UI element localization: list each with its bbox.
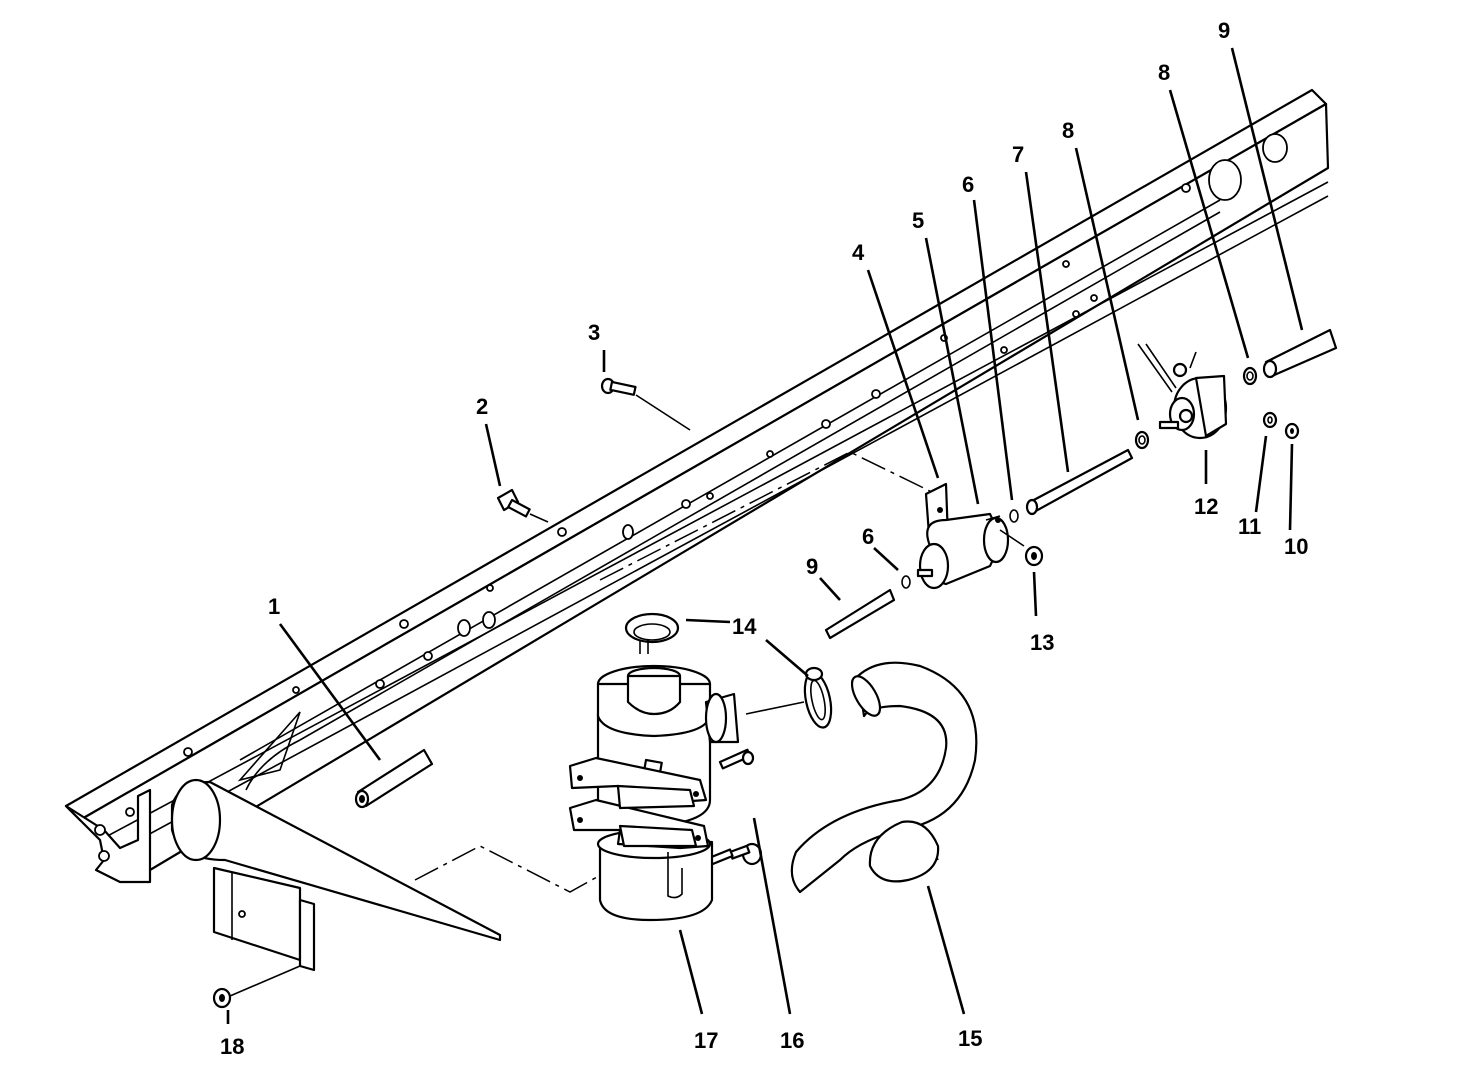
part-16-screw-upper (718, 748, 755, 770)
callout-11: 11 (1238, 514, 1261, 539)
callout-4: 4 (852, 240, 865, 265)
callout-labels: 1 2 3 4 5 6 6 7 8 8 9 9 10 11 12 13 14 1… (220, 18, 1308, 1059)
callout-10: 10 (1284, 534, 1308, 559)
leader-lines (226, 47, 1304, 1024)
callout-12: 12 (1194, 494, 1218, 519)
callout-5: 5 (912, 208, 924, 233)
callout-9-lower: 9 (806, 554, 818, 579)
callout-8-upper: 8 (1158, 60, 1170, 85)
assembly-centrelines (414, 451, 941, 893)
callout-18: 18 (220, 1034, 244, 1059)
callout-13: 13 (1030, 630, 1054, 655)
part-9-fuel-line-lower (824, 588, 896, 640)
callout-14: 14 (732, 614, 757, 639)
callout-6-upper: 6 (962, 172, 974, 197)
part-9-fuel-line-upper (1262, 328, 1338, 379)
part-17-air-cleaner (568, 664, 740, 922)
frame-rail (64, 88, 1330, 884)
callout-15: 15 (958, 1026, 982, 1051)
callout-7: 7 (1012, 142, 1024, 167)
callout-3: 3 (588, 320, 600, 345)
part-16-bolt-lower (728, 842, 763, 866)
callout-1: 1 (268, 594, 280, 619)
part-10-nut (1284, 422, 1300, 440)
part-14-clamp-upper (624, 612, 680, 654)
callout-9-upper: 9 (1218, 18, 1230, 43)
part-14-clamp-lower (745, 666, 833, 729)
callout-6-lower: 6 (862, 524, 874, 549)
part-8-washer-lower (1134, 430, 1150, 450)
callout-17: 17 (694, 1028, 718, 1053)
part-8-washer-upper (1242, 366, 1258, 386)
part-11-washer (1262, 411, 1278, 429)
callout-2: 2 (476, 394, 488, 419)
part-2-bolt (496, 488, 549, 523)
cross-member (170, 711, 502, 972)
part-6-clip-lower (901, 575, 911, 589)
part-13-nut (1024, 545, 1044, 567)
rail-holes (183, 183, 1191, 757)
part-6-clip-upper (1009, 509, 1019, 523)
part-15-air-hose (790, 661, 978, 894)
callout-8-middle: 8 (1062, 118, 1074, 143)
callout-16: 16 (780, 1028, 804, 1053)
part-12-fuel-pump (1137, 343, 1228, 440)
part-1-hose (354, 748, 434, 809)
part-18-nut (212, 965, 301, 1009)
part-3-bolt (600, 377, 691, 431)
part-4-5-fuel-filter (916, 482, 1025, 590)
part-7-fuel-line (1025, 448, 1134, 516)
